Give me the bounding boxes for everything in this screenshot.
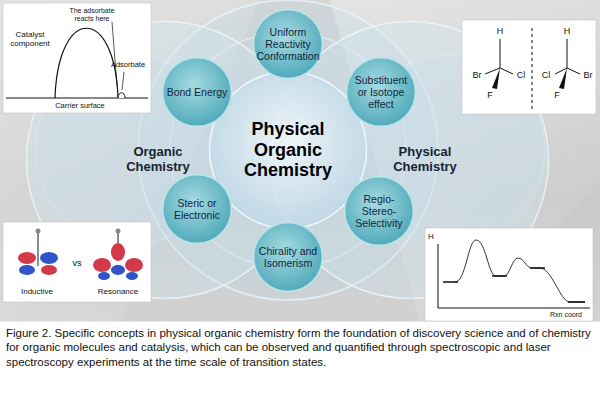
node-label: Chirality and Isomerism [257, 245, 319, 269]
energy-diagram [425, 228, 593, 321]
figure-caption: Figure 2. Specific concepts in physical … [6, 326, 592, 369]
concept-circle: Chirality and Isomerism [252, 221, 324, 293]
atom-label: Br [584, 71, 593, 81]
concept-circle: Bond Energy [161, 56, 233, 128]
part-label: Adsorbate [111, 61, 145, 69]
atom-label: Cl [542, 71, 551, 81]
atom-label: H [564, 27, 571, 37]
part-label: Carrier surface [55, 102, 105, 110]
atom-label: Cl [517, 71, 526, 81]
orbital-illustration [3, 222, 151, 302]
callout-label: The adsorbate reacts here [61, 7, 123, 22]
concept-circle: Steric or Electronic [161, 173, 233, 245]
orbital-label: Resonance [98, 288, 138, 297]
node-label: Physical Chemistry [385, 145, 465, 175]
node-label: Physical Organic Chemistry [228, 119, 348, 181]
orbital-label: Inductive [21, 288, 53, 297]
enantiomer-illustration [462, 20, 596, 114]
axis-label: H [428, 233, 434, 242]
center-circle: Physical Organic Chemistry [208, 70, 368, 230]
node-label: Substituent or Isotope effect [350, 74, 412, 110]
concept-circle: Regio-Stereo-Selectivity [343, 175, 415, 247]
orbital-label: vs [73, 259, 82, 269]
node-label: Bond Energy [166, 86, 228, 98]
node-label: Steric or Electronic [166, 197, 228, 221]
part-label: Catalyst component [7, 31, 53, 49]
atom-label: Br [473, 71, 482, 81]
node-label: Regio-Stereo-Selectivity [349, 193, 409, 229]
concept-circle: Uniform Reactivity Conformation [252, 8, 324, 80]
node-label: Uniform Reactivity Conformation [256, 26, 320, 62]
atom-label: F [487, 91, 493, 101]
atom-label: H [497, 27, 504, 37]
concept-circle: Substituent or Isotope effect [345, 56, 417, 128]
atom-label: F [554, 91, 560, 101]
axis-label: Rxn coord [550, 311, 582, 319]
catalyst-illustration [3, 3, 151, 113]
node-label: Organic Chemistry [118, 145, 198, 175]
